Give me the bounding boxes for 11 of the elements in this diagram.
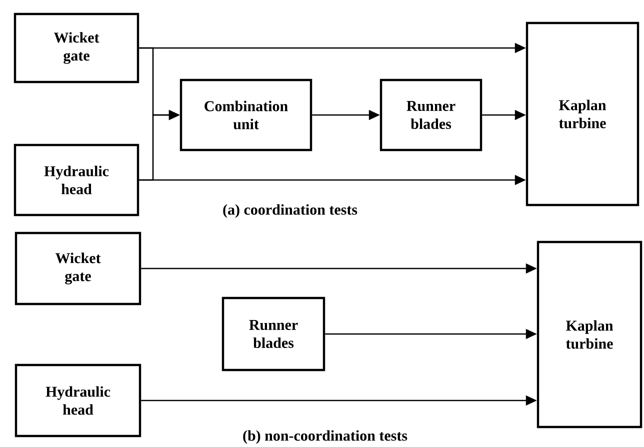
process-box: Runner blades — [380, 78, 482, 152]
process-box: Wicket gate — [14, 12, 140, 84]
process-box: Kaplan turbine — [526, 22, 640, 206]
caption: (b) non-coordination tests — [243, 430, 408, 444]
process-box: Wicket gate — [14, 232, 142, 306]
process-box: Hydraulic head — [14, 144, 140, 216]
process-box: Runner blades — [222, 296, 326, 372]
process-box: Hydraulic head — [14, 364, 142, 438]
caption: (a) coordination tests — [223, 204, 358, 218]
process-box: Combination unit — [180, 78, 312, 152]
process-box: Kaplan turbine — [536, 240, 642, 428]
